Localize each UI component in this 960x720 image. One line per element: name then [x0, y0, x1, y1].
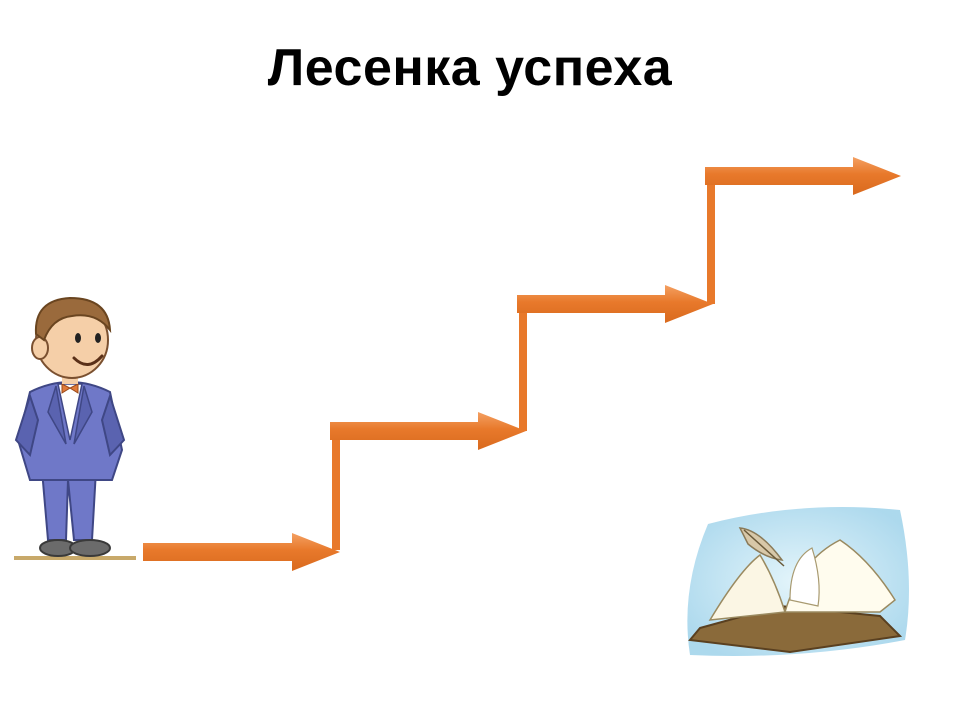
page-title: Лесенка успеха [267, 39, 673, 97]
step-arrow-2 [330, 412, 526, 450]
step-arrow-3 [517, 285, 713, 323]
step-arrow-4 [705, 157, 901, 195]
open-book-with-quill-icon [687, 507, 909, 656]
ground-line [14, 556, 136, 560]
boy-in-suit-icon [14, 296, 126, 557]
step-riser-1 [332, 430, 340, 550]
step-riser-3 [707, 178, 715, 304]
step-arrow-1 [143, 533, 340, 571]
step-riser-2 [519, 303, 527, 431]
